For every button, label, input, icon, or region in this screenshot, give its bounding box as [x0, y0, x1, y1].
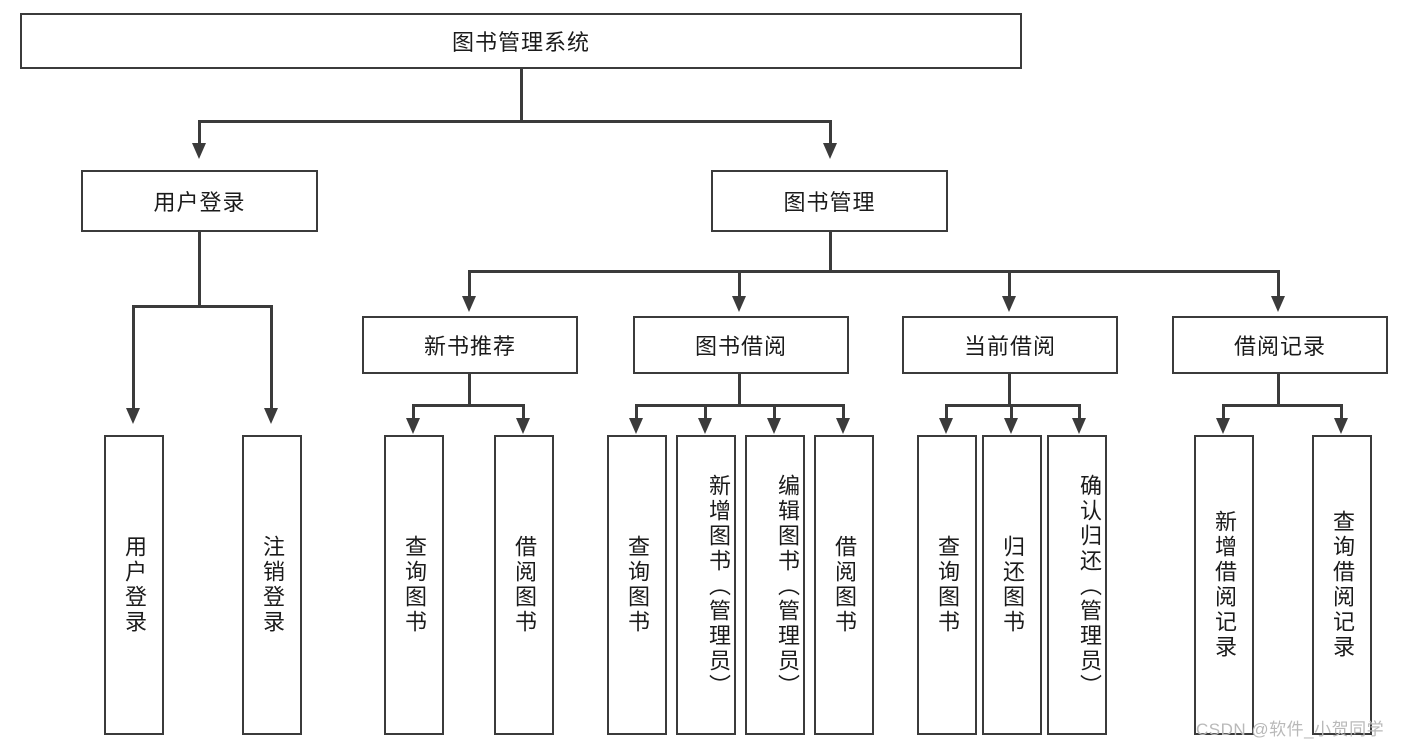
node-current-borrow[interactable]: 当前借阅 — [902, 316, 1118, 374]
connector-book-borrow-drop-3 — [773, 404, 776, 420]
connector-book-borrow-stem — [738, 374, 741, 406]
arrowhead-to-leaf-add-book — [698, 418, 712, 434]
arrowhead-to-leaf-return-book — [1004, 418, 1018, 434]
connector-user-login-stem — [198, 232, 201, 307]
leaf-query-book-borrow[interactable]: 查询图书 — [607, 435, 667, 735]
connector-current-borrow-stem — [1008, 374, 1011, 406]
leaf-add-borrow-record[interactable]: 新增借阅记录 — [1194, 435, 1254, 735]
leaf-return-book[interactable]: 归还图书 — [982, 435, 1042, 735]
leaf-logout[interactable]: 注销登录 — [242, 435, 302, 735]
connector-book-borrow-drop-2 — [704, 404, 707, 420]
arrowhead-to-leaf-query-book-1 — [406, 418, 420, 434]
connector-new-book-stem — [468, 374, 471, 406]
leaf-query-borrow-record[interactable]: 查询借阅记录 — [1312, 435, 1372, 735]
arrowhead-to-borrow-record — [1271, 296, 1285, 312]
arrowhead-to-leaf-edit-book — [767, 418, 781, 434]
connector-borrow-record-stem — [1277, 374, 1280, 406]
arrowhead-to-book-borrow — [732, 296, 746, 312]
node-book-borrow[interactable]: 图书借阅 — [633, 316, 849, 374]
node-new-book-recommend[interactable]: 新书推荐 — [362, 316, 578, 374]
node-user-login[interactable]: 用户登录 — [81, 170, 318, 232]
connector-current-borrow-bus — [945, 404, 1081, 407]
connector-new-book-drop-1 — [412, 404, 415, 420]
connector-current-borrow-drop-2 — [1010, 404, 1013, 420]
arrowhead-to-leaf-user-login — [126, 408, 140, 424]
arrowhead-to-current-borrow — [1002, 296, 1016, 312]
node-borrow-record[interactable]: 借阅记录 — [1172, 316, 1388, 374]
connector-borrow-record-bus — [1222, 404, 1343, 407]
connector-level3-drop-3 — [1008, 270, 1011, 298]
connector-level3-drop-4 — [1277, 270, 1280, 298]
arrowhead-to-leaf-query-record — [1334, 418, 1348, 434]
leaf-edit-book-admin[interactable]: 编辑图书（管理员） — [745, 435, 805, 735]
leaf-add-book-admin[interactable]: 新增图书（管理员） — [676, 435, 736, 735]
connector-root-drop-2 — [829, 120, 832, 145]
arrowhead-to-leaf-logout — [264, 408, 278, 424]
connector-borrow-record-drop-1 — [1222, 404, 1225, 420]
arrowhead-to-leaf-confirm-return — [1072, 418, 1086, 434]
connector-book-borrow-bus — [635, 404, 845, 407]
leaf-borrow-book-book-borrow[interactable]: 借阅图书 — [814, 435, 874, 735]
arrowhead-to-leaf-query-book-3 — [939, 418, 953, 434]
node-book-management[interactable]: 图书管理 — [711, 170, 948, 232]
arrowhead-to-leaf-borrow-book-2 — [836, 418, 850, 434]
connector-level3-bus — [468, 270, 1280, 273]
connector-new-book-bus — [412, 404, 525, 407]
arrowhead-to-book-management — [823, 143, 837, 159]
leaf-confirm-return-admin[interactable]: 确认归还（管理员） — [1047, 435, 1107, 735]
arrowhead-to-new-book — [462, 296, 476, 312]
leaf-query-book-new-book[interactable]: 查询图书 — [384, 435, 444, 735]
connector-book-borrow-drop-4 — [842, 404, 845, 420]
leaf-borrow-book-new-book[interactable]: 借阅图书 — [494, 435, 554, 735]
connector-level3-drop-1 — [468, 270, 471, 298]
connector-root-stem — [520, 69, 523, 121]
connector-borrow-record-drop-2 — [1340, 404, 1343, 420]
connector-user-login-bus — [132, 305, 272, 308]
connector-new-book-drop-2 — [522, 404, 525, 420]
watermark-csdn: CSDN @软件_小贺同学 — [1196, 720, 1385, 739]
connector-root-bus — [198, 120, 832, 123]
arrowhead-to-leaf-query-book-2 — [629, 418, 643, 434]
connector-level3-drop-2 — [738, 270, 741, 298]
arrowhead-to-leaf-add-record — [1216, 418, 1230, 434]
leaf-user-login[interactable]: 用户登录 — [104, 435, 164, 735]
connector-current-borrow-drop-1 — [945, 404, 948, 420]
leaf-query-book-current[interactable]: 查询图书 — [917, 435, 977, 735]
connector-book-borrow-drop-1 — [635, 404, 638, 420]
connector-user-login-drop-2 — [270, 305, 273, 410]
connector-current-borrow-drop-3 — [1078, 404, 1081, 420]
connector-root-drop-1 — [198, 120, 201, 145]
arrowhead-to-user-login — [192, 143, 206, 159]
connector-book-management-stem — [829, 232, 832, 272]
connector-user-login-drop-1 — [132, 305, 135, 410]
arrowhead-to-leaf-borrow-book-1 — [516, 418, 530, 434]
node-root-book-management-system[interactable]: 图书管理系统 — [20, 13, 1022, 69]
